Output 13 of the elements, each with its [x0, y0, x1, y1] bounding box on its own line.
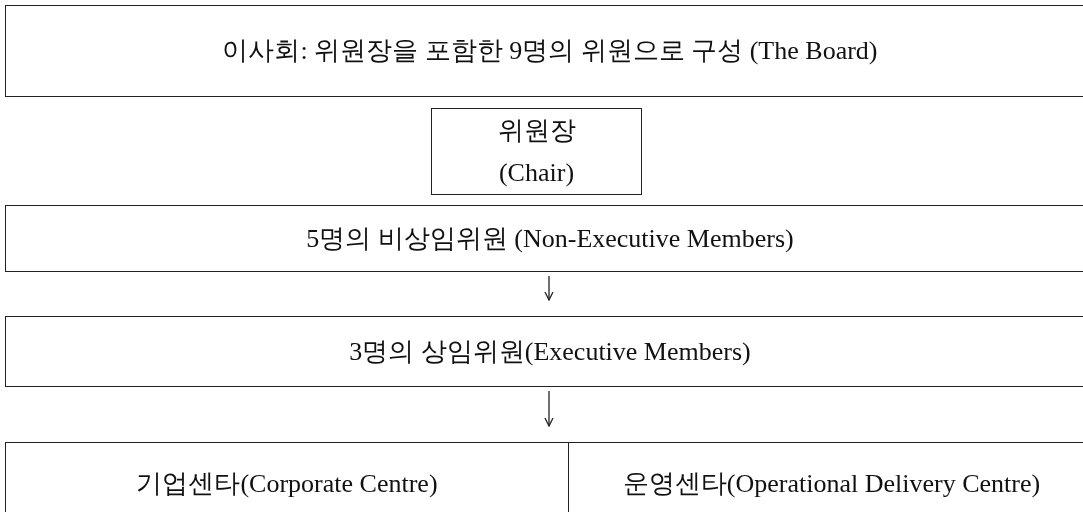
box-text: 이사회: 위원장을 포함한 9명의 위원으로 구성 (The Board) [222, 35, 878, 67]
box-text: 위원장 (Chair) [496, 114, 577, 189]
org-box [5, 316, 1083, 387]
box-text: 운영센타(Operational Delivery Centre) [622, 468, 1041, 500]
org-box [5, 5, 1083, 97]
org-box [431, 108, 642, 195]
box-text: 3명의 상임위원(Executive Members) [349, 335, 751, 368]
org-box [5, 442, 569, 512]
arrow [544, 390, 554, 427]
box-text: 기업센타(Corporate Centre) [136, 468, 438, 500]
box-text: 5명의 비상임위원 (Non-Executive Members) [306, 222, 794, 255]
org-box [5, 205, 1083, 272]
arrow [544, 275, 554, 301]
